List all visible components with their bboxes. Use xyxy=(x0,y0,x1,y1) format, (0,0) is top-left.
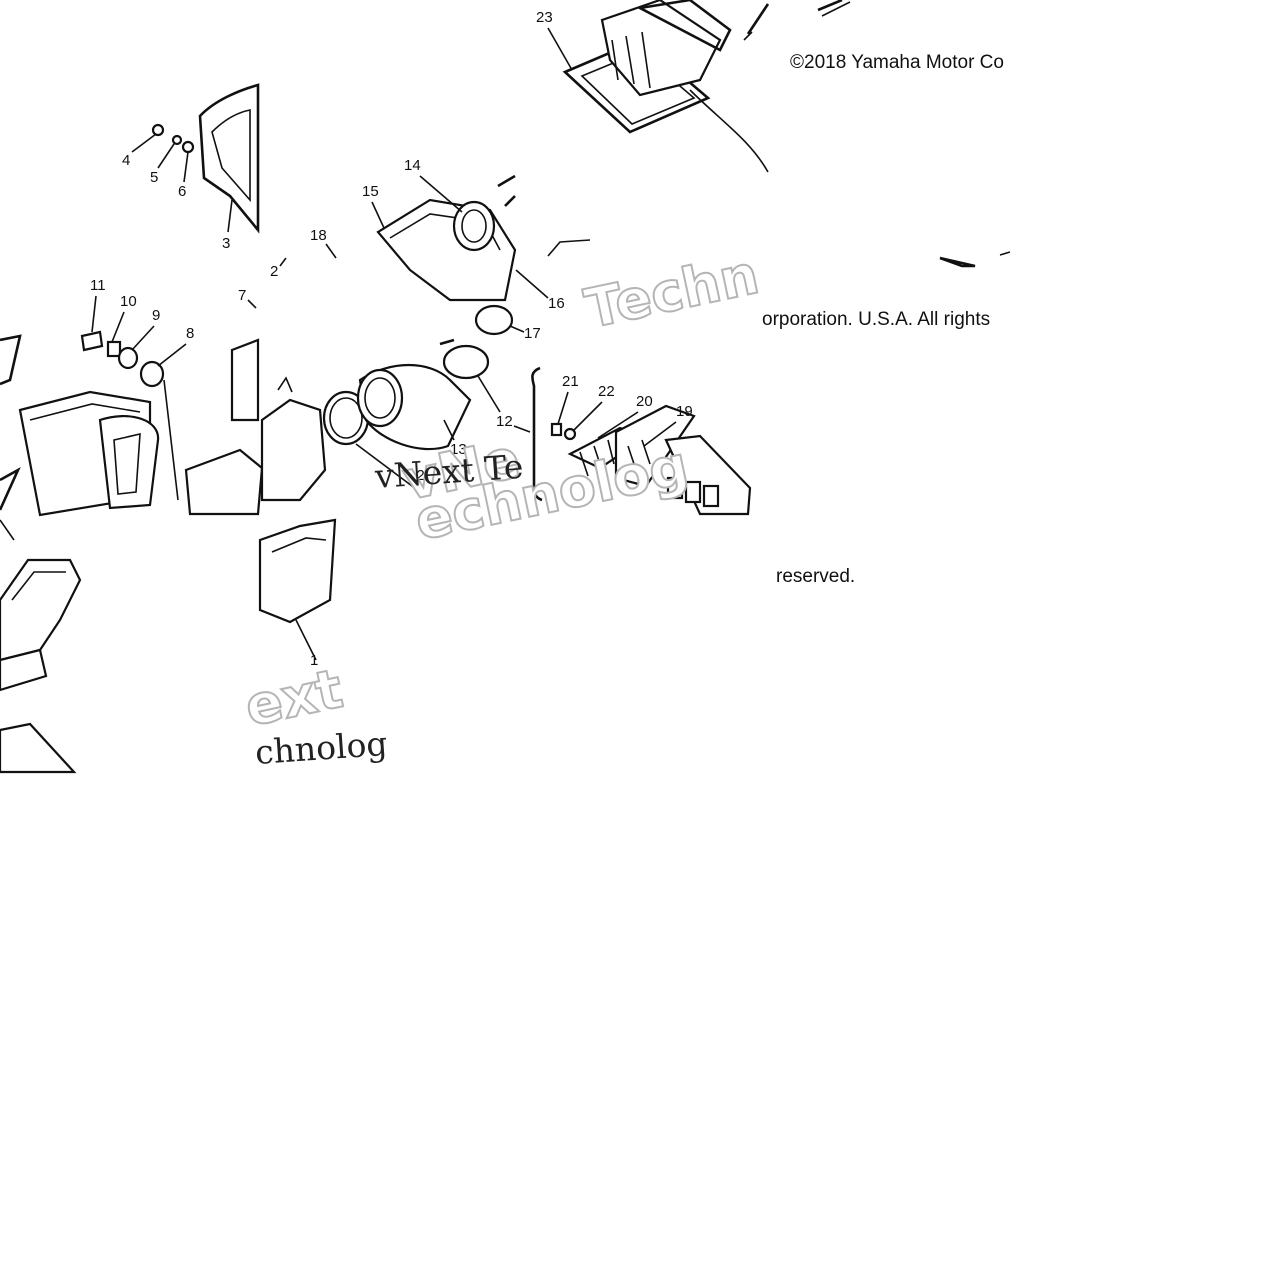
callout-10: 10 xyxy=(120,293,137,310)
air-cleaner-carburetor: 11 10 9 8 7 xyxy=(0,277,327,517)
intake-manifold-assembly: 14 15 18 2 16 17 xyxy=(270,157,591,342)
copyright-line-3: reserved. xyxy=(776,566,855,587)
callout-23: 23 xyxy=(536,9,553,26)
callout-20: 20 xyxy=(636,393,653,410)
reed-valve-assembly-top: 23 xyxy=(536,0,1011,268)
callout-8: 8 xyxy=(186,325,194,342)
watermark-outline-techn: Techn xyxy=(580,243,764,341)
watermark-outline-ext: ext xyxy=(240,657,348,739)
callout-17: 17 xyxy=(524,325,541,342)
callout-5: 5 xyxy=(150,169,158,186)
callout-14: 14 xyxy=(404,157,421,174)
callout-4: 4 xyxy=(122,152,130,169)
callout-12: 12 xyxy=(496,413,513,430)
callout-3: 3 xyxy=(222,235,230,252)
callout-13: 13 xyxy=(450,441,467,458)
callout-18: 18 xyxy=(310,227,327,244)
callout-19: 19 xyxy=(676,403,693,420)
callout-6: 6 xyxy=(178,183,186,200)
callout-12-lower: 12 xyxy=(408,467,425,484)
intake-joint-clamps: 12 13 12 xyxy=(322,338,531,493)
copyright-line-2: orporation. U.S.A. All rights xyxy=(762,309,990,330)
copyright-line-1: ©2018 Yamaha Motor Co xyxy=(790,52,1004,73)
callout-16: 16 xyxy=(548,295,565,312)
callout-11: 11 xyxy=(90,277,106,294)
callout-9: 9 xyxy=(152,307,160,324)
callout-22: 22 xyxy=(598,383,615,400)
reed-valve-assembly: 21 22 20 19 xyxy=(531,366,752,516)
airbox-side-panel: 4 5 6 3 xyxy=(122,83,260,252)
intake-cover-part-1: 1 xyxy=(258,518,337,669)
callout-15: 15 xyxy=(362,183,379,200)
callout-1: 1 xyxy=(310,652,318,669)
watermark-serif-chnolog: chnolog xyxy=(254,724,389,772)
callout-21: 21 xyxy=(562,373,579,390)
air-duct-lower xyxy=(0,519,82,774)
callout-7: 7 xyxy=(238,287,246,304)
callout-2: 2 xyxy=(270,263,278,280)
